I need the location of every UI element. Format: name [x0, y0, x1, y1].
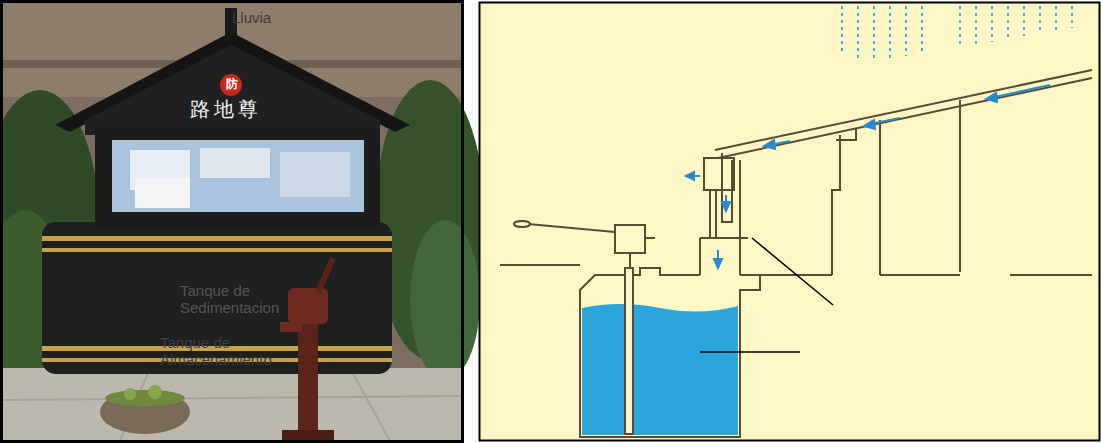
photo-label: Tanque de Sedimentacion	[180, 282, 345, 316]
schematic	[480, 3, 1100, 441]
sign-text: 路地尊	[190, 98, 280, 120]
photo-frame	[2, 2, 463, 442]
photo	[0, 2, 485, 441]
leader-line	[752, 238, 833, 305]
photo-label: Tanque de Almacenamiento	[160, 334, 330, 368]
emblem-text: 防	[222, 77, 242, 91]
photo-label: Lluvia	[232, 9, 352, 26]
leader-line	[700, 351, 800, 353]
